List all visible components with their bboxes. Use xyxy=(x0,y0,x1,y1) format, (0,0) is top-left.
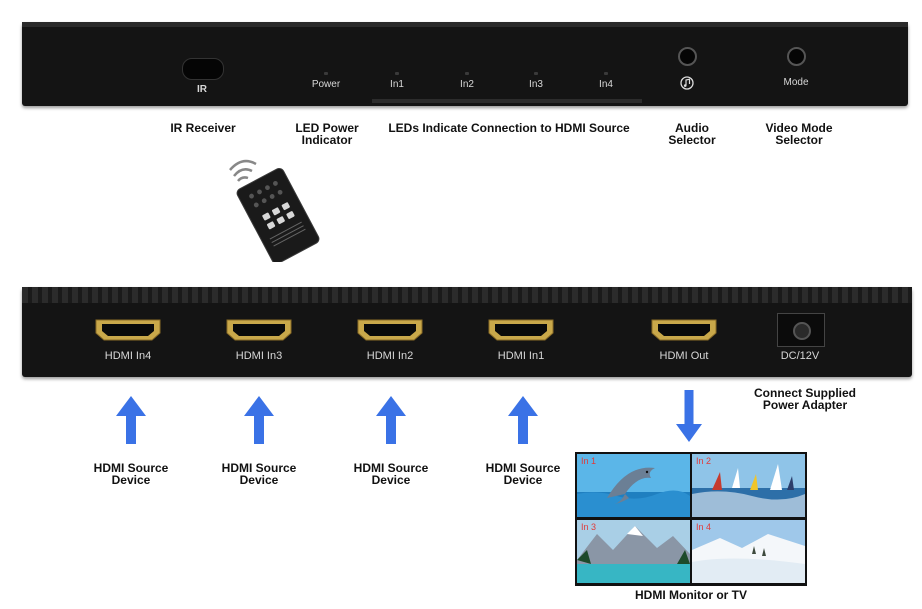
source-device-2-line1: HDMI Source xyxy=(353,461,429,475)
ir-receiver-callout: IR Receiver xyxy=(170,121,236,135)
audio-selector-callout-line1: Audio xyxy=(675,121,709,135)
led-power-callout-line1: LED Power xyxy=(295,121,359,135)
source-device-2-line2: Device xyxy=(371,473,411,487)
hdmi-in1-port[interactable] xyxy=(487,318,555,342)
switch-rear-panel: HDMI In4 HDMI In3 HDMI In2 HDMI In1 HDMI… xyxy=(22,287,912,377)
in1-label: In1 xyxy=(390,79,404,90)
source-device-3-line2: Device xyxy=(239,473,279,487)
quadrant-in4-label: In 4 xyxy=(696,522,712,532)
dc-label: DC/12V xyxy=(780,350,820,362)
panel-rim-rear xyxy=(22,287,912,303)
hdmi-in1-arrow xyxy=(508,396,538,444)
power-adapter-callout-line1: Connect Supplied xyxy=(754,386,856,400)
mode-label: Mode xyxy=(783,77,809,88)
ir-receiver-window xyxy=(182,58,224,80)
source-device-3-line1: HDMI Source xyxy=(221,461,297,475)
source-device-1-line2: Device xyxy=(503,473,543,487)
hdmi-in4-label: HDMI In4 xyxy=(104,350,152,362)
ir-label: IR xyxy=(197,84,207,95)
video-mode-button[interactable] xyxy=(787,47,806,66)
switch-front-panel: IR Power In1 In2 In3 In4 Mode xyxy=(22,22,908,106)
hdmi-in2-port[interactable] xyxy=(356,318,424,342)
remote-control-icon xyxy=(220,150,330,265)
audio-selector-button[interactable] xyxy=(678,47,697,66)
hdmi-in4-arrow xyxy=(116,396,146,444)
hdmi-in1-label: HDMI In1 xyxy=(497,350,545,362)
in4-label: In4 xyxy=(599,79,613,90)
hdmi-in2-arrow xyxy=(376,396,406,444)
source-device-4-line2: Device xyxy=(111,473,151,487)
in3-label: In3 xyxy=(529,79,543,90)
in4-led xyxy=(604,72,608,75)
power-led xyxy=(324,72,328,75)
audio-selector-callout-line2: Selector xyxy=(668,133,716,147)
hdmi-in4-port[interactable] xyxy=(94,318,162,342)
hdmi-monitor-callout: HDMI Monitor or TV xyxy=(635,588,747,602)
in1-led xyxy=(395,72,399,75)
hdmi-out-arrow xyxy=(676,390,702,442)
source-device-4-line1: HDMI Source xyxy=(93,461,169,475)
audio-note-icon xyxy=(680,76,694,90)
led-power-callout-line2: Indicator xyxy=(301,133,353,147)
monitor-quadrant-in2: In 2 xyxy=(692,454,805,517)
hdmi-in3-arrow xyxy=(244,396,274,444)
hdmi-in3-port[interactable] xyxy=(225,318,293,342)
in2-led xyxy=(465,72,469,75)
dc-power-jack[interactable] xyxy=(777,313,825,347)
quadrant-in2-label: In 2 xyxy=(696,456,712,466)
dc-jack-hole xyxy=(793,322,811,340)
power-label: Power xyxy=(311,79,341,90)
panel-ridge xyxy=(372,99,642,103)
monitor-quadrant-in3: In 3 xyxy=(577,520,690,583)
monitor-quadrant-in4: In 4 xyxy=(692,520,805,583)
video-mode-callout-line1: Video Mode xyxy=(765,121,833,135)
leds-indicate-callout: LEDs Indicate Connection to HDMI Source xyxy=(388,121,630,135)
video-mode-callout-line2: Selector xyxy=(775,133,823,147)
source-device-1-line1: HDMI Source xyxy=(485,461,561,475)
hdmi-out-port[interactable] xyxy=(650,318,718,342)
quadrant-in1-label: In 1 xyxy=(581,456,597,466)
hdmi-out-label: HDMI Out xyxy=(659,350,709,362)
monitor-quadrant-in1: In 1 xyxy=(577,454,690,517)
in2-label: In2 xyxy=(460,79,474,90)
power-adapter-callout-line2: Power Adapter xyxy=(762,398,848,412)
hdmi-in2-label: HDMI In2 xyxy=(366,350,414,362)
hdmi-monitor: In 1 In 2 In 3 xyxy=(575,452,807,586)
quadrant-in3-label: In 3 xyxy=(581,522,597,532)
panel-rim xyxy=(22,22,908,27)
in3-led xyxy=(534,72,538,75)
hdmi-in3-label: HDMI In3 xyxy=(235,350,283,362)
